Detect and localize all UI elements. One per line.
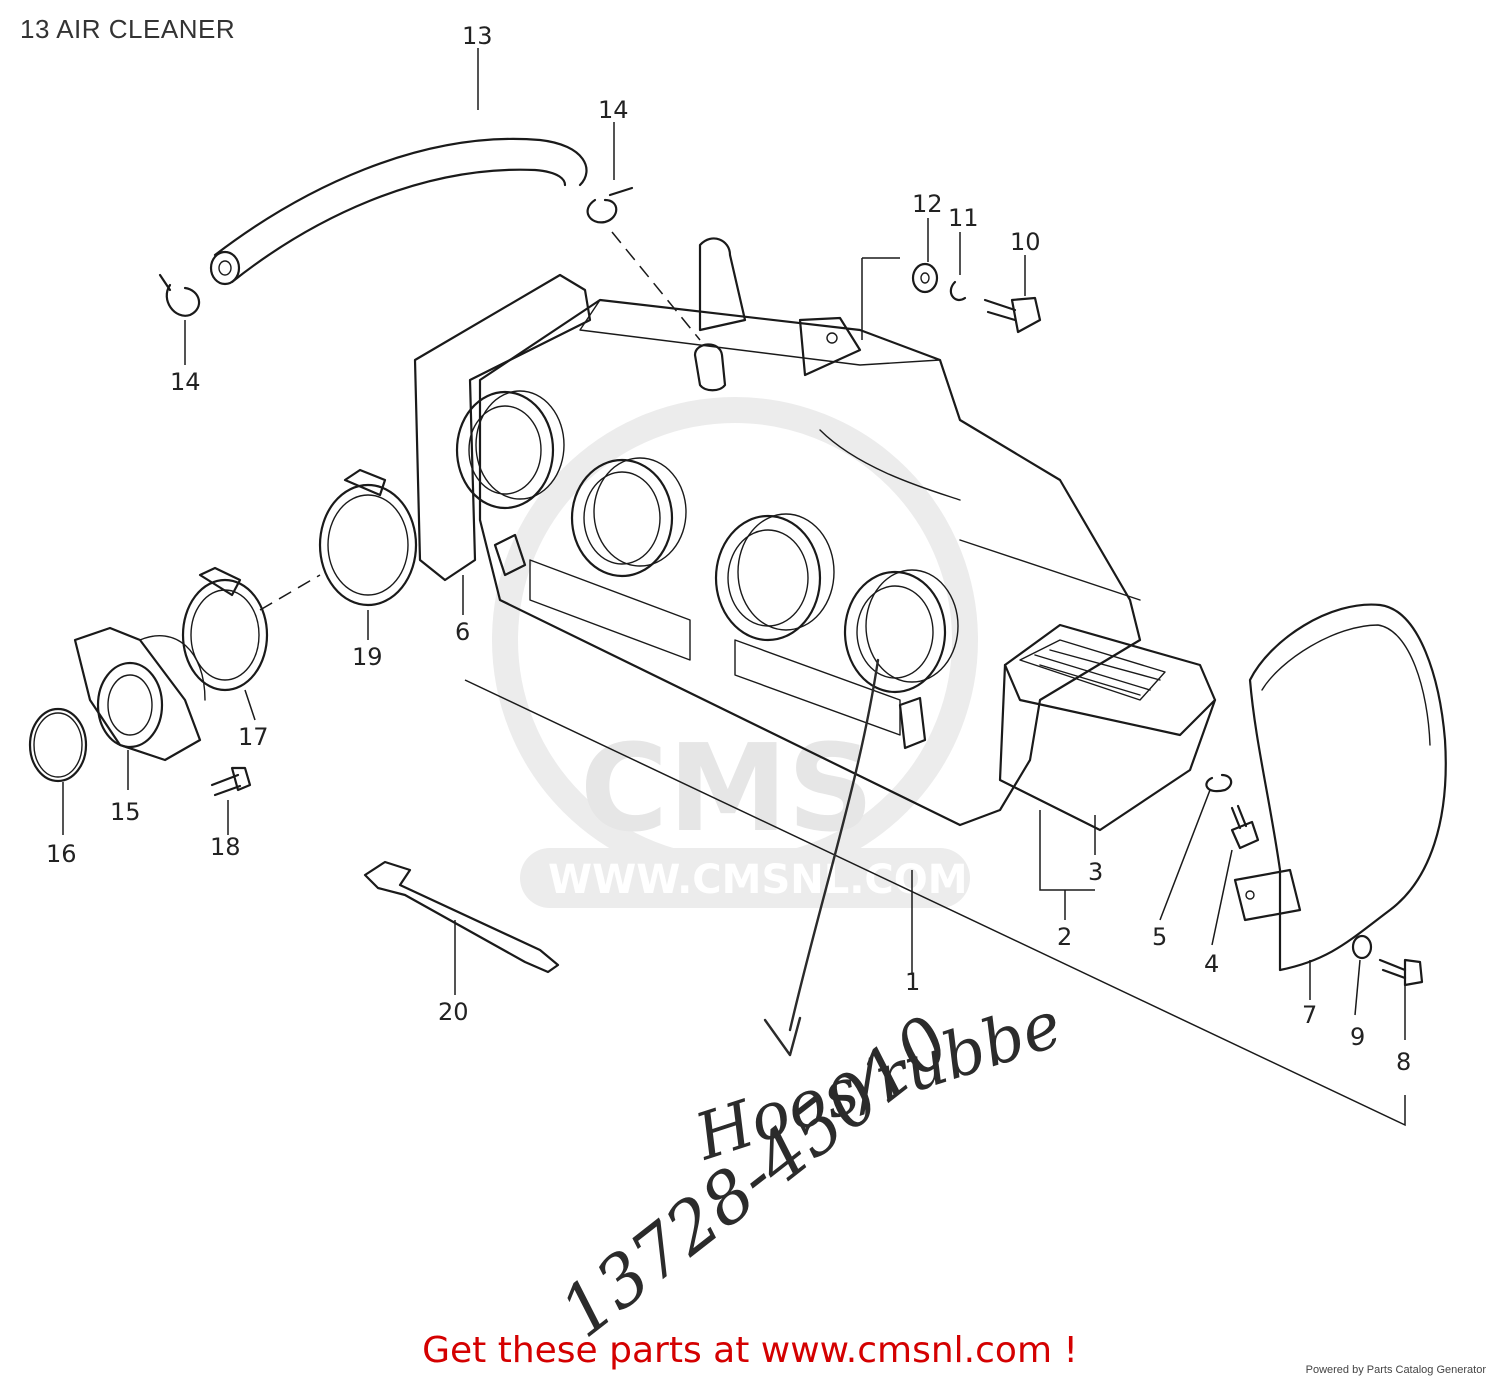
callout-1: 1	[905, 968, 920, 996]
hose-clip-part-lower	[158, 273, 201, 317]
air-cleaner-case-part	[413, 237, 1142, 827]
page-title: 13 AIR CLEANER	[20, 14, 236, 44]
clamp-17-part	[181, 566, 269, 692]
callout-11: 11	[948, 204, 979, 232]
promo-link[interactable]: Get these parts at www.cmsnl.com !	[422, 1330, 1078, 1371]
joint-15-part	[73, 626, 206, 762]
intake-ports	[455, 390, 959, 694]
callout-18: 18	[210, 833, 241, 861]
callout-4: 4	[1204, 950, 1219, 978]
o-ring-16-part	[28, 707, 88, 783]
callout-2: 2	[1057, 923, 1072, 951]
callout-8: 8	[1396, 1048, 1411, 1076]
air-filter-element-part	[998, 623, 1217, 832]
breather-hose-part	[209, 137, 588, 286]
watermark-url: WWW.CMSNL.COM	[548, 857, 968, 903]
callout-16: 16	[46, 840, 77, 868]
callout-13: 13	[462, 22, 493, 50]
callout-labels: 13 14 14 12 11 10 19 6 17 15 16 18 3 2 5…	[46, 22, 1411, 1076]
callout-3: 3	[1088, 858, 1103, 886]
callout-20: 20	[438, 998, 469, 1026]
powered-by-text: Powered by Parts Catalog Generator	[1305, 1364, 1486, 1376]
callout-17: 17	[238, 723, 269, 751]
band-20-part	[363, 860, 560, 974]
callout-14: 14	[170, 368, 201, 396]
callout-9: 9	[1350, 1023, 1365, 1051]
clamp-19-part	[318, 468, 418, 607]
leader-lines	[62, 48, 1406, 1127]
callout-19: 19	[352, 643, 383, 671]
callout-6: 6	[455, 618, 470, 646]
handwritten-part-number: 13728-45010	[545, 1000, 965, 1353]
callout-10: 10	[1010, 228, 1041, 256]
hardware-parts	[210, 262, 1424, 987]
callout-12: 12	[912, 190, 943, 218]
callout-14: 14	[598, 96, 629, 124]
watermark-logo: CMS	[580, 720, 874, 859]
callout-15: 15	[110, 798, 141, 826]
hose-clip-part-upper	[586, 186, 634, 224]
callout-5: 5	[1152, 923, 1167, 951]
watermark: CMS WWW.CMSNL.COM	[492, 397, 978, 908]
callout-7: 7	[1302, 1001, 1317, 1029]
air-cleaner-cover-part	[1233, 603, 1447, 972]
